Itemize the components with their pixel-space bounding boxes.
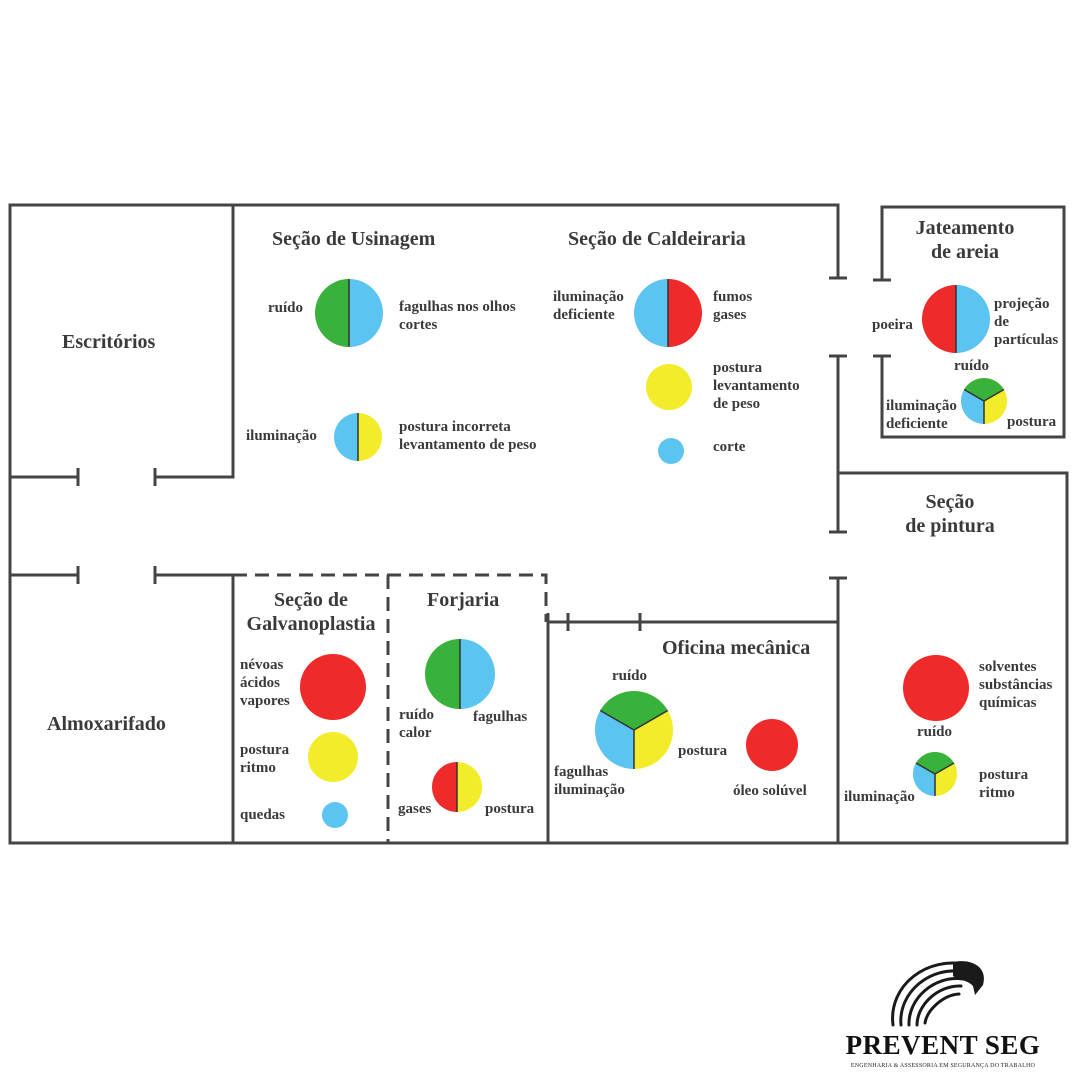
- hazard-label: quedas: [240, 807, 286, 823]
- hazard-label: gases: [398, 801, 432, 817]
- hazard-label: ruído: [268, 300, 304, 316]
- hazard-circle: [595, 691, 673, 769]
- hazard-circle: [322, 802, 348, 828]
- hazard-label: corte: [713, 439, 746, 455]
- hazard-circle: [300, 654, 366, 720]
- eagle-head-icon: [891, 961, 984, 1027]
- hazard-circle: [425, 639, 495, 709]
- hazard-label: postura: [678, 743, 728, 759]
- wall: [8, 203, 840, 280]
- hazard-circle: [961, 378, 1008, 424]
- hazard-circle: [315, 279, 383, 347]
- hazard-label: ruído: [954, 358, 990, 374]
- hazard-circle: [913, 752, 958, 796]
- hazard-circle: [746, 719, 798, 771]
- hazard-circle: [308, 732, 358, 782]
- hazard-circle: [658, 438, 684, 464]
- hazard-label: postura: [1007, 414, 1057, 430]
- brand-tagline: ENGENHARIA & ASSESSORIA EM SEGURANÇA DO …: [850, 1063, 1036, 1069]
- room-almoxarifado: Almoxarifado: [47, 713, 166, 735]
- hazard-label: óleo solúvel: [733, 783, 807, 799]
- hazard-circle: [922, 285, 990, 353]
- hazard-label: poeira: [872, 317, 913, 333]
- room-caldeiraria: Seção de Caldeiraria: [568, 228, 746, 250]
- wall: [153, 573, 235, 845]
- hazard-circle: [903, 655, 969, 721]
- hazard-label: postura: [485, 801, 535, 817]
- dashed-wall: [233, 573, 548, 622]
- room-oficina: Oficina mecânica: [662, 637, 811, 659]
- room-usinagem: Seção de Usinagem: [272, 228, 436, 250]
- room-forjaria: Forjaria: [427, 589, 500, 611]
- wall: [153, 203, 235, 479]
- hazard-circle: [432, 762, 482, 812]
- room-escritorios: Escritórios: [62, 331, 156, 353]
- hazard-label: fagulhas: [473, 709, 528, 725]
- hazard-circle: [634, 279, 702, 347]
- hazard-label: iluminação: [844, 789, 915, 805]
- hazard-label: ruído: [917, 724, 953, 740]
- wall: [8, 203, 1069, 845]
- brand-name: PREVENT SEG: [845, 1030, 1041, 1060]
- hazard-circle: [646, 364, 692, 410]
- hazard-circle: [334, 413, 382, 461]
- hazard-label: ruído: [612, 668, 648, 684]
- hazard-label: iluminação: [246, 428, 317, 444]
- wall: [880, 205, 1066, 439]
